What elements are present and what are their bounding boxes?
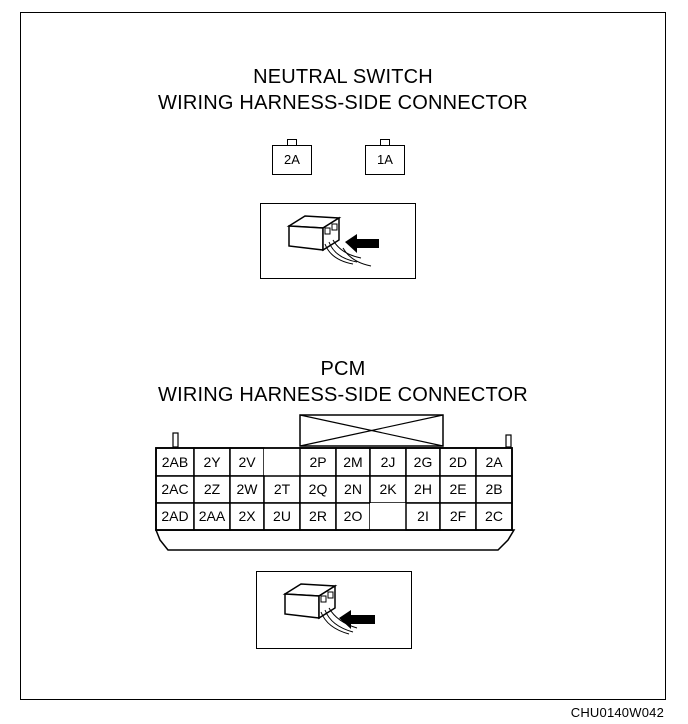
pcm-pin-label: 2Z: [203, 481, 221, 497]
pcm-pin-cell: [299, 502, 337, 531]
figure-frame: [20, 12, 666, 700]
pcm-pin-label: 2U: [273, 508, 291, 524]
pcm-pin-label: 2J: [380, 454, 396, 470]
pcm-pin-cell: [193, 475, 231, 504]
connector-view-illustration: [256, 571, 412, 649]
pcm-pin-cell: [369, 475, 407, 504]
pcm-pin-label: 2AB: [161, 454, 189, 470]
pcm-pin-label: 2D: [449, 454, 467, 470]
connector-lock-tab: [287, 139, 297, 145]
pcm-pin-label: 2K: [379, 481, 397, 497]
pcm-pin-label: 2AC: [161, 481, 189, 497]
pcm-pin-label: 2R: [309, 508, 327, 524]
figure-code: CHU0140W042: [570, 705, 664, 720]
pcm-pin-label: 2F: [449, 508, 467, 524]
connector-view-illustration: [260, 203, 416, 279]
connector-lock-tab: [380, 139, 390, 145]
pcm-pin-label: 2M: [343, 454, 363, 470]
pcm-pin-label: 2T: [273, 481, 291, 497]
pcm-title-line2: WIRING HARNESS-SIDE CONNECTOR: [158, 384, 528, 406]
pcm-pin-cell: [475, 475, 513, 504]
connector-view-icon: [286, 215, 379, 267]
pcm-pin-label: 2N: [344, 481, 362, 497]
neutral-switch-title-line1: NEUTRAL SWITCH: [253, 66, 433, 88]
pcm-pin-label: 2AD: [161, 508, 189, 524]
neutral-switch-title: NEUTRAL SWITCH WIRING HARNESS-SIDE CONNE…: [20, 64, 666, 116]
pcm-pin-label: 2A: [485, 454, 503, 470]
neutral-switch-title-line2: WIRING HARNESS-SIDE CONNECTOR: [158, 92, 528, 114]
pcm-pin-label: 2G: [413, 454, 433, 470]
pcm-connector-body: [155, 447, 513, 531]
pcm-pin-label: 2Y: [203, 454, 221, 470]
terminal-label: 2A: [284, 152, 300, 167]
pcm-pin-label: 2I: [417, 508, 429, 524]
connector-view-icon: [282, 583, 375, 635]
pcm-pin-label: 2W: [236, 481, 258, 497]
pcm-pin-label: 2H: [414, 481, 432, 497]
pcm-pin-cell: [335, 475, 371, 504]
pcm-pin-empty: [264, 448, 300, 476]
pcm-title-line1: PCM: [320, 358, 366, 380]
pcm-pin-label: 2C: [485, 508, 503, 524]
pcm-pin-label: 2AA: [198, 508, 226, 524]
terminal-label: 1A: [377, 152, 393, 167]
pcm-pin-cell: [193, 447, 231, 477]
pcm-pin-label: 2V: [238, 454, 256, 470]
pcm-pin-label: 2Q: [308, 481, 328, 497]
neutral-switch-terminal-1a: 1A: [365, 145, 405, 175]
pcm-pin-empty: [370, 503, 406, 530]
pcm-pin-label: 2P: [309, 454, 327, 470]
pcm-pin-label: 2X: [238, 508, 256, 524]
neutral-switch-terminal-2a: 2A: [272, 145, 312, 175]
pcm-title: PCM WIRING HARNESS-SIDE CONNECTOR: [20, 356, 666, 408]
pcm-pin-label: 2O: [343, 508, 363, 524]
pcm-pin-label: 2E: [449, 481, 467, 497]
pcm-pin-label: 2B: [485, 481, 503, 497]
